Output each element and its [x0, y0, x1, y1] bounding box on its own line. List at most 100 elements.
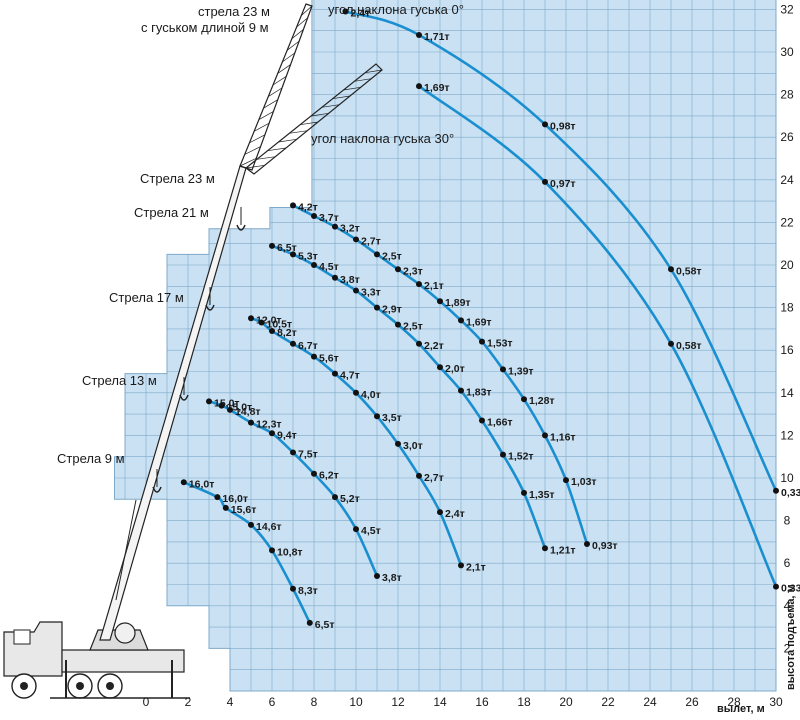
boom-label-9: Стрела 9 м — [57, 451, 125, 466]
boom-label-21: Стрела 21 м — [134, 205, 209, 220]
y-tick-label: 16 — [780, 343, 794, 357]
boom-label-17: Стрела 17 м — [109, 290, 184, 305]
data-point — [290, 202, 296, 209]
jib-lattice-bar — [278, 138, 297, 143]
y-tick-label: 8 — [784, 514, 791, 528]
data-point — [416, 472, 422, 479]
data-point — [458, 387, 464, 394]
data-point — [668, 340, 674, 347]
data-point — [374, 304, 380, 311]
data-label: 4,2т — [298, 201, 318, 213]
data-label: 14,8т — [235, 406, 261, 418]
data-point — [500, 451, 506, 458]
data-point — [269, 547, 275, 554]
data-label: 2,1т — [424, 280, 444, 292]
jib-lattice-bar — [249, 134, 266, 144]
x-tick-label: 12 — [391, 695, 405, 709]
data-point — [214, 494, 221, 501]
data-label: 1,53т — [487, 338, 513, 350]
data-label: 12,3т — [256, 419, 282, 431]
y-tick-label: 28 — [780, 88, 794, 102]
data-label: 16,0т — [222, 493, 248, 505]
y-tick-label: 18 — [780, 301, 794, 315]
crane-hook-icon — [236, 224, 246, 231]
data-label: 1,39т — [508, 365, 534, 377]
x-tick-label: 10 — [349, 695, 363, 709]
x-axis-title: вылет, м — [717, 703, 765, 715]
data-label: 1,16т — [550, 431, 576, 443]
data-point — [353, 389, 359, 396]
crane-winch-icon — [114, 622, 136, 644]
annotation-angle-0: угол наклона гуська 0° — [328, 2, 464, 17]
jib-lattice-bar — [310, 112, 329, 117]
x-tick-label: 4 — [227, 695, 234, 709]
x-tick-label: 30 — [769, 695, 783, 709]
x-tick-label: 8 — [311, 695, 318, 709]
data-point — [206, 398, 212, 405]
truck-cab-icon — [3, 621, 63, 677]
jib-lattice-bar — [258, 111, 274, 121]
data-point — [542, 178, 548, 185]
data-point — [437, 509, 443, 516]
series-line — [418, 85, 778, 588]
data-point — [395, 266, 401, 273]
jib-lattice-bar — [244, 146, 261, 155]
truck-hub-icon — [106, 682, 114, 690]
data-point — [416, 83, 422, 90]
data-label: 2,4т — [445, 508, 465, 520]
data-point — [248, 419, 254, 426]
jib-lattice-bar — [291, 29, 304, 39]
data-label: 1,03т — [571, 476, 597, 488]
data-point — [353, 287, 359, 294]
data-label: 3,3т — [361, 287, 381, 299]
data-point — [479, 417, 485, 424]
data-label: 5,3т — [298, 250, 318, 262]
data-label: 2,7т — [361, 235, 381, 247]
data-label: 0,33т — [781, 583, 800, 595]
data-point — [258, 319, 265, 326]
data-label: 7,5т — [298, 448, 318, 460]
jib-lattice-bar — [272, 75, 287, 86]
data-point — [222, 504, 229, 511]
jib-lattice-bar — [267, 147, 287, 152]
data-point — [353, 236, 359, 243]
x-tick-label: 26 — [685, 695, 699, 709]
y-tick-label: 4 — [784, 599, 791, 613]
jib-lattice-bar — [301, 5, 313, 16]
data-label: 4,7т — [340, 370, 360, 382]
chart-title-line-1: стрела 23 м — [198, 4, 270, 19]
data-point — [332, 370, 338, 377]
truck-hub-icon — [76, 682, 84, 690]
data-point — [290, 340, 296, 347]
data-point — [458, 317, 464, 324]
data-point — [542, 432, 548, 439]
data-point — [395, 440, 401, 447]
data-label: 0,33т — [781, 487, 800, 499]
data-point — [437, 298, 443, 305]
data-point — [458, 562, 464, 569]
y-tick-label: 30 — [780, 45, 794, 59]
data-label: 3,2т — [340, 223, 360, 235]
data-point — [563, 477, 569, 484]
jib-lattice-bar — [277, 64, 291, 74]
data-label: 9,4т — [277, 429, 297, 441]
x-tick-label: 20 — [559, 695, 573, 709]
data-label: 2,2т — [424, 340, 444, 352]
data-point — [374, 251, 380, 258]
x-tick-label: 16 — [475, 695, 489, 709]
data-label: 1,69т — [466, 316, 492, 328]
y-tick-label: 26 — [780, 130, 794, 144]
data-label: 4,5т — [319, 261, 339, 273]
data-label: 2,7т — [424, 472, 444, 484]
data-label: 3,8т — [382, 572, 402, 584]
crane-hook-icon — [205, 304, 215, 311]
x-tick-label: 18 — [517, 695, 531, 709]
jib-lattice-bar — [332, 95, 351, 100]
jib-lattice-bar — [256, 156, 276, 160]
data-point — [311, 470, 317, 477]
data-point — [311, 353, 317, 360]
data-point — [668, 266, 674, 273]
data-point — [416, 340, 422, 347]
data-label: 15,0т — [227, 402, 253, 414]
